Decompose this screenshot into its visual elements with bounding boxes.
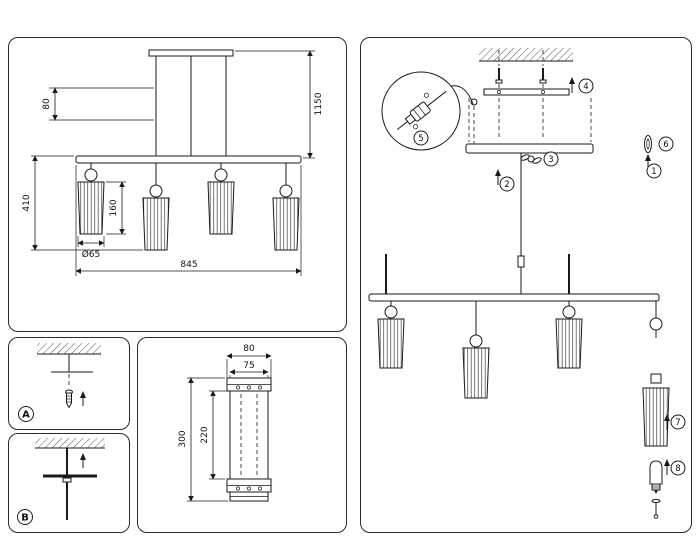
- dim-canopy-drop: 80: [42, 87, 154, 121]
- ceiling-section: [37, 343, 101, 355]
- mount-bracket: [51, 354, 93, 388]
- dim-outer-width-label: 80: [243, 344, 255, 354]
- step-8-label: 8: [675, 464, 680, 474]
- dim-body-height-label: 220: [200, 426, 210, 443]
- mounting-strap: [483, 88, 570, 96]
- dim-bar-width: 845: [75, 165, 302, 276]
- pendant-4-exploded: [642, 301, 670, 447]
- dim-overall-height: 300: [178, 377, 228, 502]
- canopy-bar: [465, 143, 594, 154]
- canopy-plate: [43, 474, 97, 483]
- fixture-bar: [368, 293, 660, 302]
- detail-b-drawing: B: [17, 438, 105, 525]
- dim-body-height: 220: [200, 390, 228, 480]
- step-6-label: 6: [663, 140, 668, 150]
- assembly-drawing: 4: [368, 48, 686, 519]
- detail-b-panel: B: [8, 433, 130, 533]
- wing-nut: [520, 154, 542, 164]
- detail-b-label: B: [21, 513, 29, 524]
- shade-detail-drawing: 80 75: [178, 344, 272, 502]
- pendant-1: [77, 163, 105, 235]
- dim-shade-height-label: 160: [109, 199, 119, 216]
- step-4-marker: 4: [578, 78, 594, 94]
- dim-fixture-drop-label: 410: [22, 194, 32, 211]
- dim-fixture-drop: 410: [22, 155, 143, 251]
- step-1-arrow-icon: [645, 154, 651, 167]
- exploded-shade: [642, 387, 670, 447]
- assembly-panel: 4: [360, 37, 692, 533]
- lamp-socket: [650, 373, 662, 384]
- pendant-2: [462, 301, 490, 399]
- step-5-marker: 5: [413, 130, 429, 146]
- pendant-3: [207, 163, 235, 235]
- shade-body: [226, 377, 272, 502]
- detail-a-marker: A: [18, 406, 34, 422]
- step-7-marker: 7: [670, 414, 686, 430]
- step-8-marker: 8: [670, 460, 686, 476]
- dim-inner-width-label: 75: [243, 361, 254, 371]
- step-2-label: 2: [504, 180, 509, 190]
- step-1-marker: 1: [646, 163, 662, 179]
- main-drawing: 80 1150 410 160: [22, 49, 324, 276]
- push-arrow-icon: [80, 453, 86, 468]
- step-2-arrow-icon: [495, 169, 501, 185]
- cable-gland: [470, 98, 478, 144]
- cable-connector: [517, 255, 525, 268]
- step-4-label: 4: [583, 82, 588, 92]
- pendant-3: [555, 301, 583, 369]
- dim-overall-drop-label: 1150: [314, 92, 324, 115]
- bulb: [649, 460, 663, 494]
- finial-pin: [651, 499, 661, 519]
- dim-shade-height: 160: [106, 181, 126, 235]
- ceiling-section: [479, 48, 573, 62]
- step-3-label: 3: [548, 155, 553, 165]
- dim-overall-height-label: 300: [178, 430, 188, 447]
- dim-canopy-drop-label: 80: [42, 98, 52, 110]
- dim-outer-width: 80: [226, 344, 272, 378]
- detail-a-label: A: [22, 410, 30, 421]
- cable-lock-magnifier: [381, 71, 461, 151]
- canopy: [148, 49, 234, 57]
- anchor-screw: [65, 389, 73, 409]
- dim-bar-width-label: 845: [180, 260, 197, 270]
- detail-a-drawing: A: [18, 343, 101, 422]
- detail-b-marker: B: [17, 509, 33, 525]
- main-drawing-panel: 80 1150 410 160: [8, 37, 347, 332]
- pendant-1: [377, 301, 405, 369]
- end-cap-disc: [644, 135, 652, 153]
- step-3-marker: 3: [543, 151, 559, 167]
- dim-shade-diameter-label: Ø65: [82, 249, 101, 260]
- suspension-rods: [155, 56, 227, 156]
- step-1-label: 1: [651, 167, 656, 177]
- insert-arrow-icon: [80, 391, 86, 406]
- step-7-label: 7: [675, 418, 680, 428]
- step-2-marker: 2: [499, 176, 515, 192]
- pendant-4: [272, 163, 300, 251]
- pendant-2: [142, 163, 170, 251]
- step-6-marker: 6: [658, 136, 674, 152]
- ceiling-section: [35, 438, 105, 449]
- step-5-label: 5: [418, 134, 423, 144]
- step-7-arrow-icon: [664, 414, 670, 430]
- dim-overall-drop: 1150: [235, 50, 324, 159]
- shade-detail-panel: 80 75: [137, 337, 347, 533]
- fixture-bar: [75, 155, 302, 164]
- step-4-arrow-icon: [569, 77, 575, 93]
- dim-shade-diameter: Ø65: [77, 236, 105, 260]
- step-8-arrow-icon: [664, 459, 670, 475]
- detail-a-panel: A: [8, 337, 130, 430]
